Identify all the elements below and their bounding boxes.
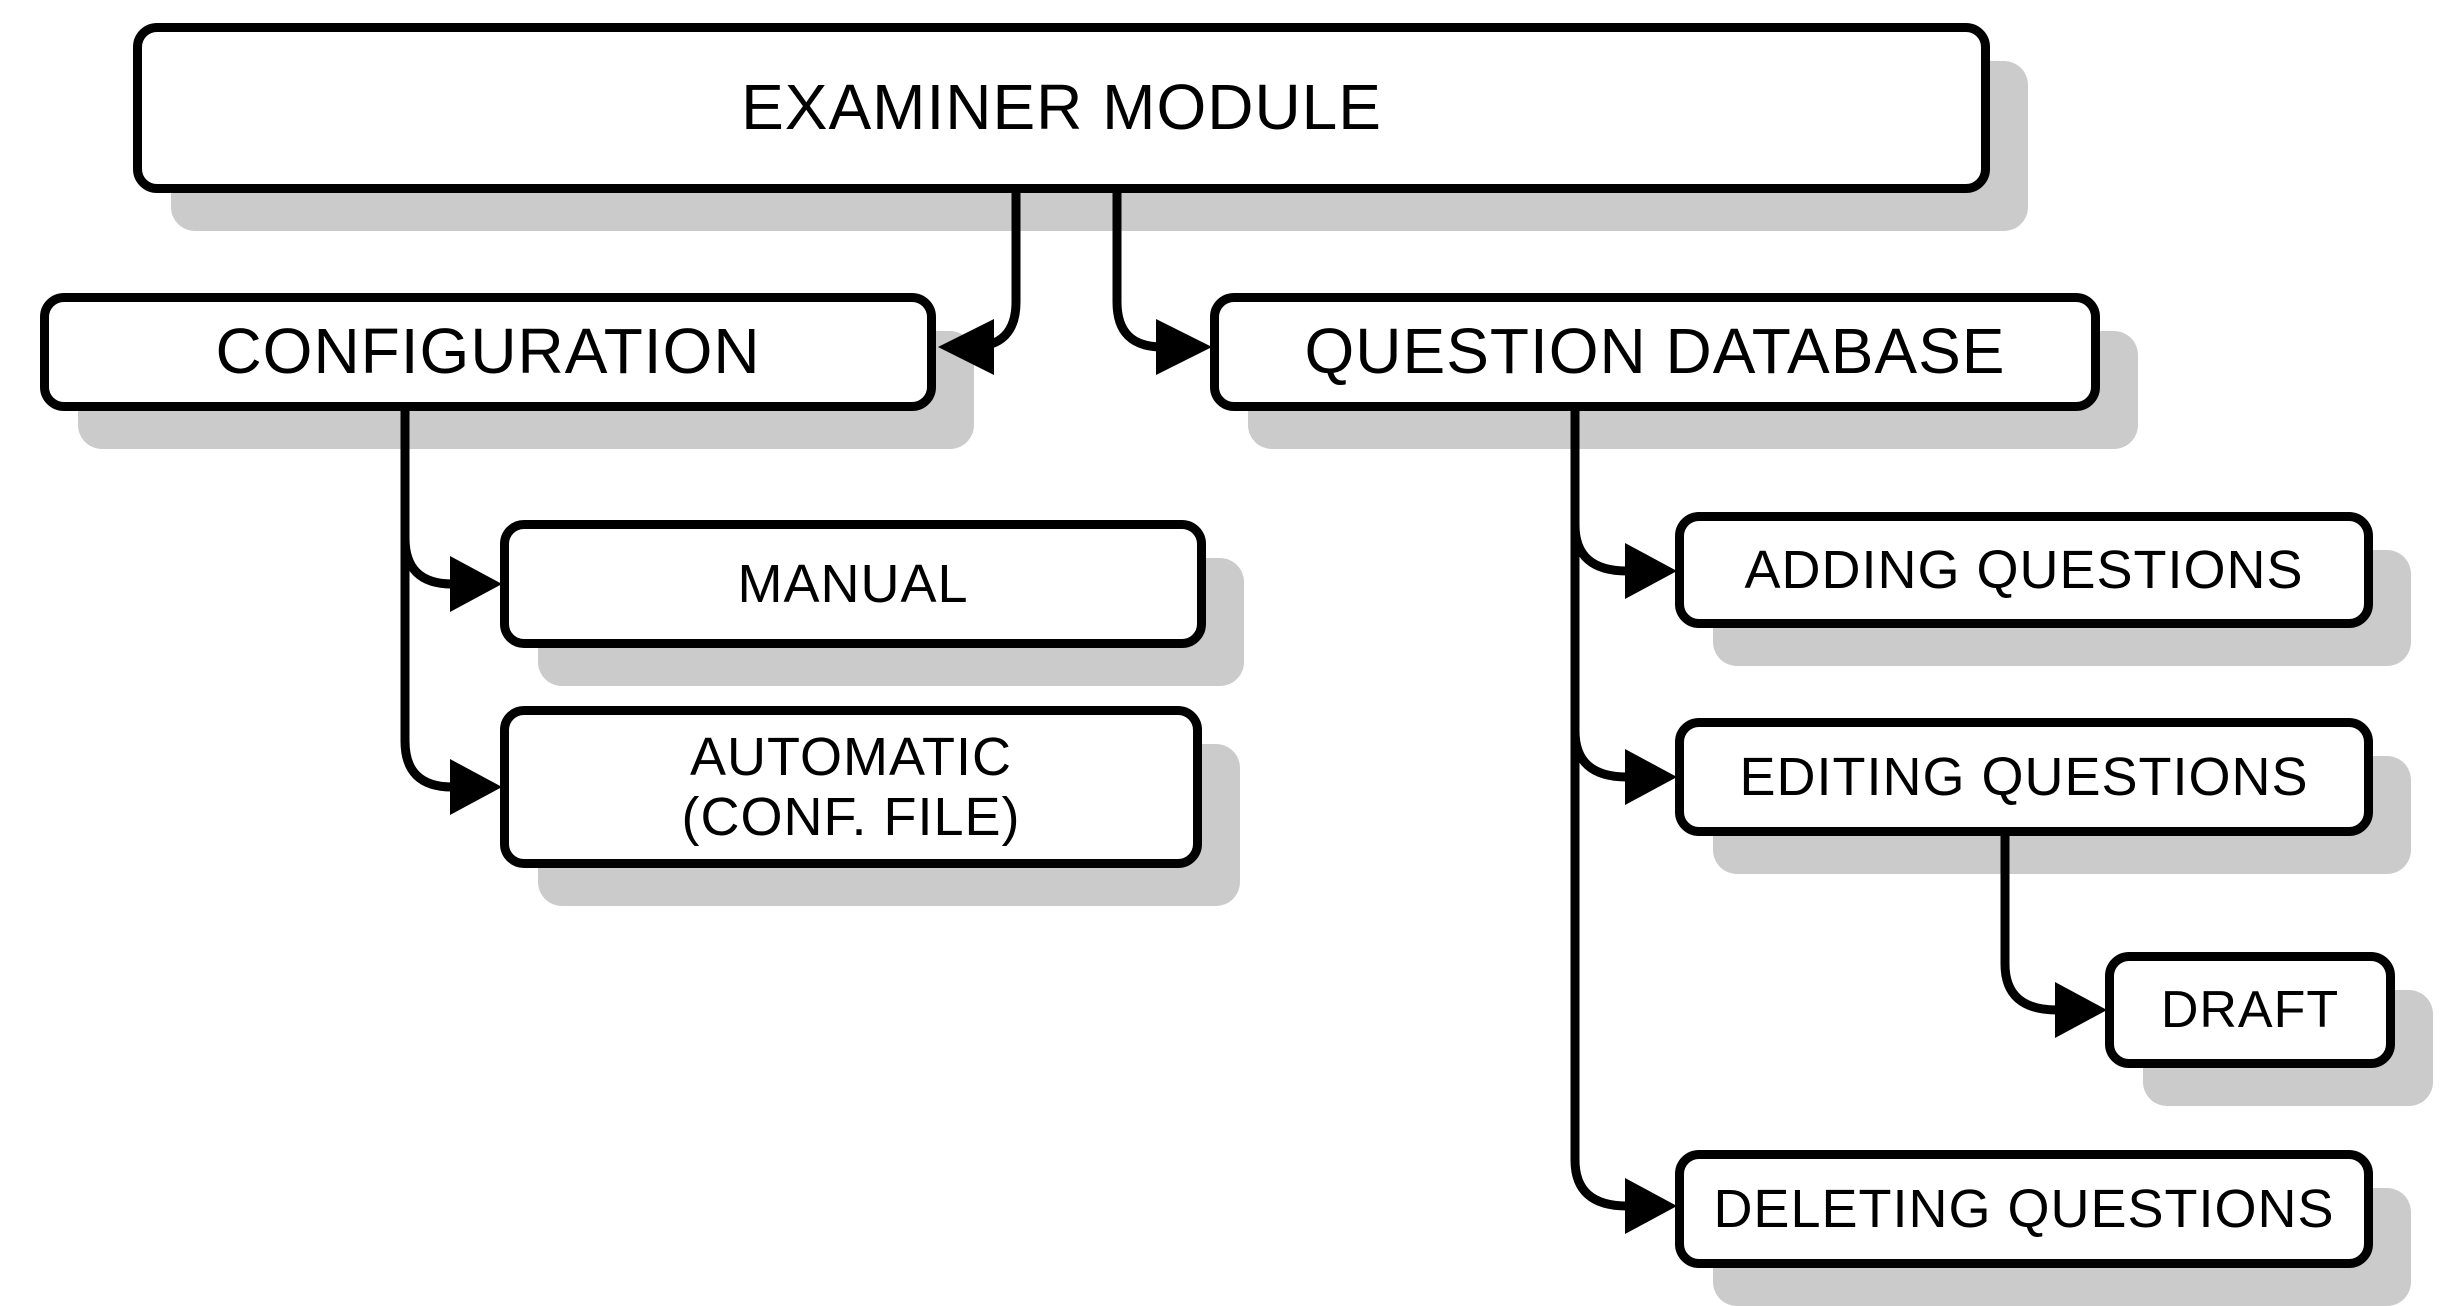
node-question-database-label: QUESTION DATABASE <box>1304 315 2006 388</box>
node-adding-questions-label: ADDING QUESTIONS <box>1744 539 2304 600</box>
node-automatic-label-line1: AUTOMATIC <box>689 726 1012 787</box>
arrowhead-editing-icon <box>1625 749 1677 805</box>
arrowhead-automatic-icon <box>450 759 502 815</box>
node-automatic-label-line2: (CONF. FILE) <box>681 787 1021 847</box>
arrowhead-configuration-icon <box>938 319 994 375</box>
node-deleting-questions: DELETING QUESTIONS <box>1675 1150 2373 1268</box>
node-examiner-module-label: EXAMINER MODULE <box>741 71 1382 144</box>
node-draft: DRAFT <box>2105 952 2395 1068</box>
node-draft-label: DRAFT <box>2160 980 2340 1039</box>
edge-examiner-configuration <box>970 190 1021 352</box>
arrowhead-question-database-icon <box>1156 319 1212 375</box>
edge-qdb-deleting <box>1570 409 1628 1211</box>
node-manual: MANUAL <box>500 520 1206 648</box>
node-configuration: CONFIGURATION <box>40 293 936 411</box>
node-configuration-label: CONFIGURATION <box>215 315 761 388</box>
edge-qdb-editing <box>1570 730 1628 782</box>
arrowhead-deleting-icon <box>1625 1178 1677 1234</box>
edge-examiner-question-database <box>1112 190 1163 352</box>
node-examiner-module: EXAMINER MODULE <box>133 23 1990 193</box>
edge-editing-draft <box>2000 834 2058 1015</box>
node-deleting-questions-label: DELETING QUESTIONS <box>1713 1178 2335 1239</box>
edge-qdb-adding <box>1570 524 1628 576</box>
arrowhead-manual-icon <box>450 556 502 612</box>
node-adding-questions: ADDING QUESTIONS <box>1675 512 2373 628</box>
node-editing-questions: EDITING QUESTIONS <box>1675 718 2373 836</box>
arrowhead-draft-icon <box>2055 982 2107 1038</box>
edge-configuration-automatic <box>400 409 453 792</box>
node-manual-label: MANUAL <box>737 553 969 614</box>
node-editing-questions-label: EDITING QUESTIONS <box>1739 746 2309 807</box>
node-automatic: AUTOMATIC (CONF. FILE) <box>500 706 1202 868</box>
node-question-database: QUESTION DATABASE <box>1210 293 2100 411</box>
edge-configuration-manual <box>400 537 453 589</box>
arrowhead-adding-icon <box>1625 543 1677 599</box>
